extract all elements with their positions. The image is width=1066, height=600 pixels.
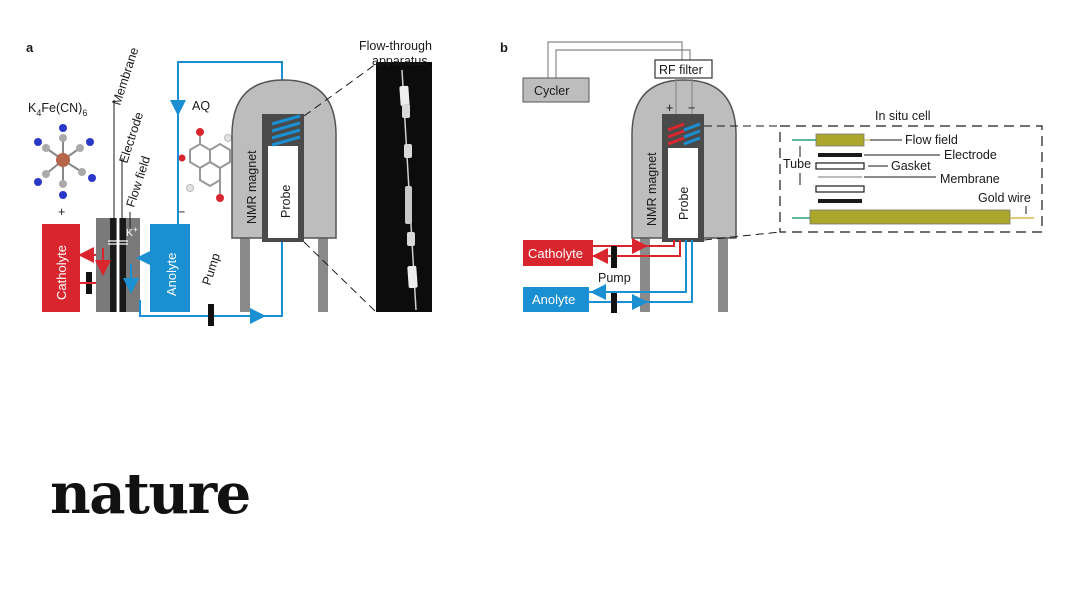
catholyte-tank [42,224,80,312]
nmr-magnet-a [231,79,337,312]
ferricyanide-molecule-icon [34,124,96,199]
pump-label-b: Pump [598,271,631,285]
anolyte-return-tube-b [588,240,693,303]
flow-through-label-line2: apparatus [372,54,428,68]
cell-electrode-label: Electrode [944,148,997,162]
cell-membrane-layer [818,176,862,178]
nmr-magnet-label-b: NMR magnet [645,152,659,226]
minus-terminal-label: − [688,101,695,115]
catholyte-return-tube-b [592,240,681,257]
potassium-ion-label: K+ [126,225,138,239]
catholyte-pump-icon-b [611,246,617,268]
flow-through-label-line1: Flow-through [359,39,432,53]
anolyte-minus-sign: − [178,205,185,219]
anolyte-supply-tube-b [588,240,687,293]
panel-a-label: a [26,40,34,55]
catholyte-plus-sign: + [58,205,65,219]
nmr-magnet-label-a: NMR magnet [245,150,259,224]
cell-flow-field-bottom [792,209,1034,225]
cell-gasket-layer-2 [815,185,865,193]
aq-label: AQ [192,99,210,113]
rf-coil-b [667,122,701,146]
anolyte-reservoir-label-b: Anolyte [532,292,575,307]
compound-label: K4Fe(CN)6 [28,101,87,118]
catholyte-supply-tube-b [592,240,675,247]
probe-label-a: Probe [279,185,293,218]
catholyte-reservoir-label-b: Catholyte [528,246,583,261]
pump-label-a: Pump [200,251,223,286]
panel-b-label: b [500,40,508,55]
cell-flow-field-label: Flow field [905,133,958,147]
cycler-box [522,77,590,103]
nature-logo: nature [50,461,251,527]
cycler-label: Cycler [534,84,569,98]
anolyte-pump-icon-b [611,293,617,313]
in-situ-cell-label: In situ cell [875,109,931,123]
catholyte-reservoir-b [523,240,593,266]
anolyte-tank-label: Anolyte [164,253,179,296]
gasket-label: Gasket [891,159,931,173]
rf-coil-a [271,114,301,147]
cell-electrode-layer-2 [818,199,862,203]
gold-wire-label: Gold wire [978,191,1031,205]
cell-gasket-layer [815,162,865,170]
probe-label-b: Probe [677,187,691,220]
anolyte-tank [150,224,190,312]
rf-filter-box [654,59,713,79]
plus-terminal-label: + [666,101,673,115]
membrane-label: Membrane [110,46,142,107]
anolyte-pump-icon [208,304,214,326]
tube-label: Tube [783,157,811,171]
cell-electrode-layer [818,153,862,157]
in-situ-cell-box [779,125,1043,233]
rf-filter-label: RF filter [659,63,703,77]
cell-membrane-label: Membrane [940,172,1000,186]
flow-through-apparatus-photo [376,62,432,312]
nmr-magnet-b [631,78,737,312]
catholyte-tank-label: Catholyte [54,245,69,300]
anolyte-reservoir-b [523,287,589,312]
